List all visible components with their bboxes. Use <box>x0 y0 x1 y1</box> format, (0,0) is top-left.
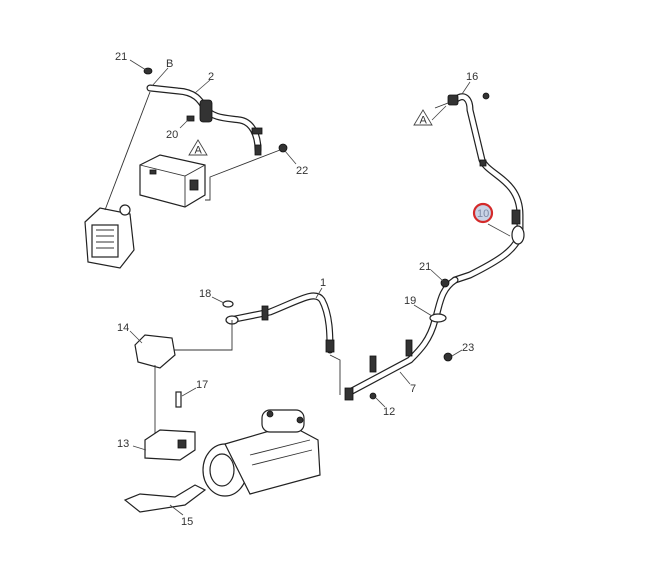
bracket-13 <box>144 429 196 461</box>
callout-b[interactable]: B <box>166 58 173 70</box>
nut-23 <box>443 352 453 362</box>
starter-motor <box>202 409 321 497</box>
nut-18 <box>222 300 234 308</box>
tube-7 <box>344 276 459 401</box>
callout-17[interactable]: 17 <box>196 379 208 391</box>
module-box <box>139 154 206 208</box>
bolt-20 <box>186 115 195 122</box>
tube-2 <box>146 84 263 156</box>
callout-7[interactable]: 7 <box>410 383 416 395</box>
nut-21 <box>143 67 153 75</box>
callout-19[interactable]: 19 <box>404 295 416 307</box>
callout-14[interactable]: 14 <box>117 322 129 334</box>
nut-12 <box>369 392 377 400</box>
ref-triangle-a-left: A <box>188 139 208 157</box>
egr-valve <box>84 204 135 269</box>
callout-16[interactable]: 16 <box>466 71 478 83</box>
bracket-15 <box>123 484 207 513</box>
callout-23[interactable]: 23 <box>462 342 474 354</box>
callout-2[interactable]: 2 <box>208 71 214 83</box>
callout-10[interactable]: 10 <box>477 208 489 220</box>
tube-16 <box>447 92 525 284</box>
heat-shield-14 <box>134 334 176 369</box>
callout-20[interactable]: 20 <box>166 129 178 141</box>
leader-lines <box>129 59 511 516</box>
ref-triangle-a-right: A <box>413 105 447 127</box>
nut-22 <box>278 143 288 153</box>
callout-15[interactable]: 15 <box>181 516 193 528</box>
callout-13[interactable]: 13 <box>117 438 129 450</box>
callout-10-highlighted[interactable]: 10 <box>472 202 494 224</box>
tube-1 <box>225 292 335 354</box>
callout-a-left[interactable]: A <box>195 145 203 157</box>
callout-a-right[interactable]: A <box>420 115 428 127</box>
bolt-17 <box>175 391 182 408</box>
callout-18[interactable]: 18 <box>199 288 211 300</box>
callout-22[interactable]: 22 <box>296 165 308 177</box>
callout-21[interactable]: 21 <box>115 51 127 63</box>
callout-1[interactable]: 1 <box>320 277 326 289</box>
callout-12[interactable]: 12 <box>383 406 395 418</box>
callout-21-right[interactable]: 21 <box>419 261 431 273</box>
